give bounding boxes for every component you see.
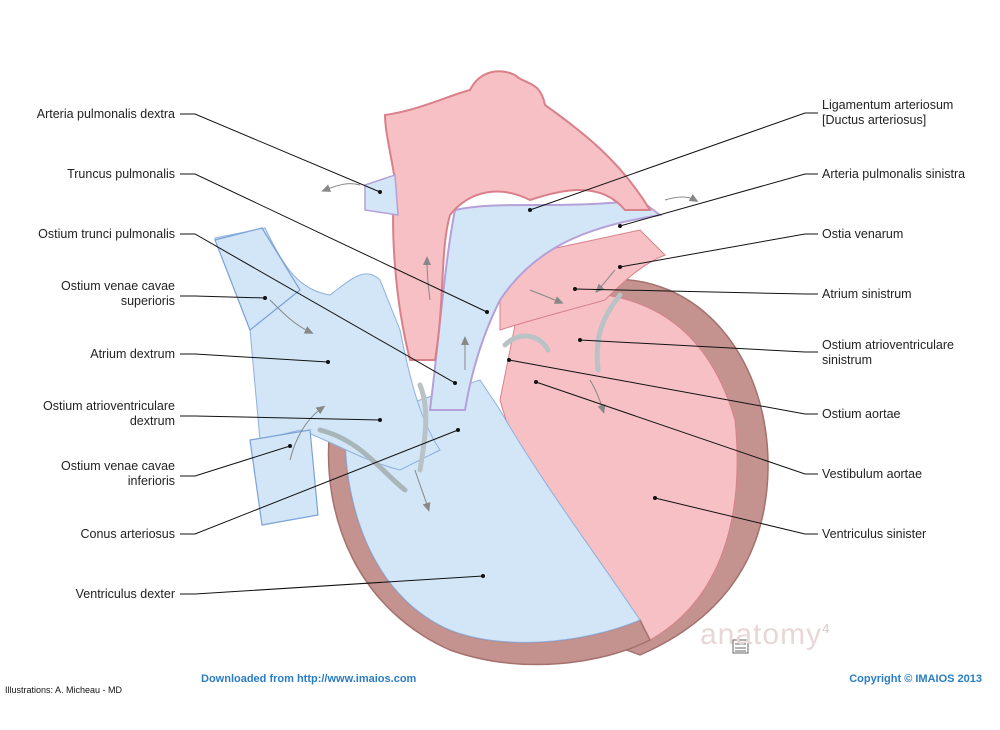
illustration-credit: Illustrations: A. Micheau - MD [5,685,123,695]
label-ostium-trunci-pulmonalis: Ostium trunci pulmonalis [38,227,175,241]
pulmonary-valve [417,382,429,473]
tricuspid-valve [317,427,408,493]
label-ostia-venarum: Ostia venarum [822,227,904,241]
label-atrium-dextrum: Atrium dextrum [90,347,175,361]
label-conus-arteriosus: Conus arteriosus [80,527,176,541]
aorta [383,70,652,361]
label-ventriculus-dexter: Ventriculus dexter [75,587,175,601]
flow-arrows [269,183,699,512]
aortic-valve [502,333,551,353]
label-ligamentum-arteriosum: Ligamentum arteriosum[Ductus arteriosus] [822,98,954,127]
label-atrium-sinistrum: Atrium sinistrum [822,287,912,301]
mitral-valve [594,292,623,373]
label-vestibulum-aortae: Vestibulum aortae [822,467,923,481]
superior-vena-cava [214,227,301,331]
inferior-vena-cava [249,429,319,526]
download-link[interactable]: Downloaded from http://www.imaios.com [201,673,417,685]
leader-lines [180,112,818,595]
label-arteria-pulmonalis-sinistra: Arteria pulmonalis sinistra [822,167,966,181]
label-ventriculus-sinister: Ventriculus sinister [822,527,927,541]
anatomy-watermark: anatomy4 [700,618,831,651]
leader-dots [263,190,657,578]
label-truncus-pulmonalis: Truncus pulmonalis [67,167,175,181]
imaios-logo-mark [732,639,749,654]
copyright-text: Copyright © IMAIOS 2013 [849,673,982,685]
label-arteria-pulmonalis-dextra: Arteria pulmonalis dextra [36,107,175,121]
label-ostium-aortae: Ostium aortae [822,407,901,421]
right-pulmonary-artery [364,173,399,216]
